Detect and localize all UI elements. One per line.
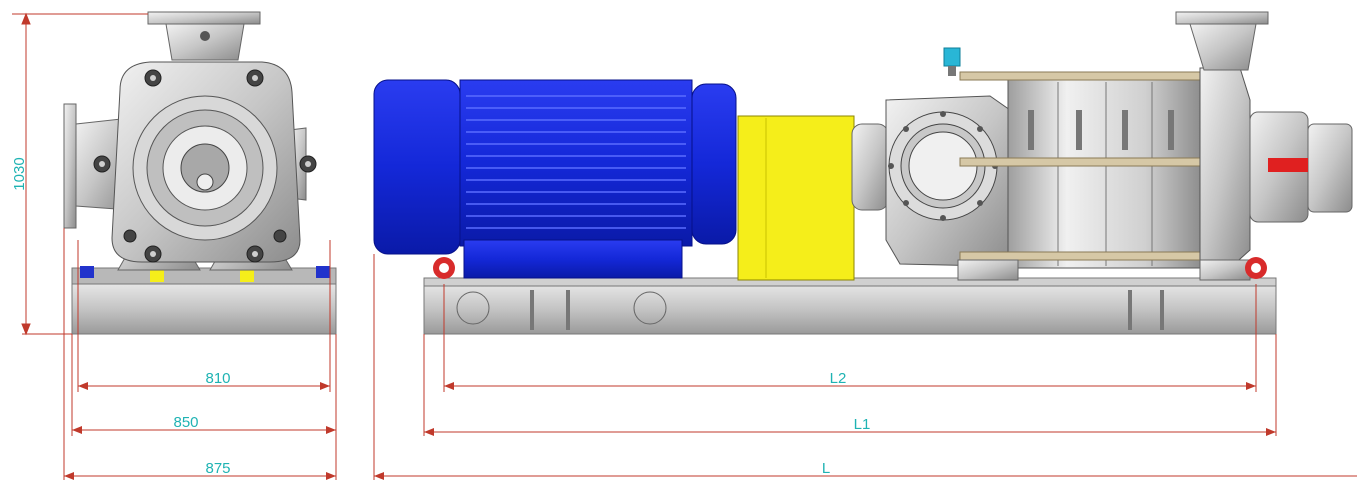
baseplate <box>423 277 1277 335</box>
lifting-eye <box>433 257 455 279</box>
vent-valve <box>943 47 961 76</box>
coupling-guard <box>737 115 855 281</box>
dim-height-1030: 1030 <box>11 157 28 190</box>
dim-length-L2: L2 <box>830 370 847 387</box>
dim-length-L: L <box>822 460 830 477</box>
dim-length-L1: L1 <box>854 416 871 433</box>
pump-front-view <box>63 11 337 335</box>
electric-motor <box>373 79 737 279</box>
front-baseplate <box>71 283 337 335</box>
dimension-arrows <box>64 382 1276 480</box>
dim-width-850: 850 <box>173 414 198 431</box>
dimension-lines <box>12 12 1357 480</box>
multistage-centrifugal-pump <box>851 11 1353 281</box>
pump-shaft <box>1268 158 1308 172</box>
dim-width-810: 810 <box>205 370 230 387</box>
lifting-eye <box>1245 257 1267 279</box>
dim-width-875: 875 <box>205 460 230 477</box>
